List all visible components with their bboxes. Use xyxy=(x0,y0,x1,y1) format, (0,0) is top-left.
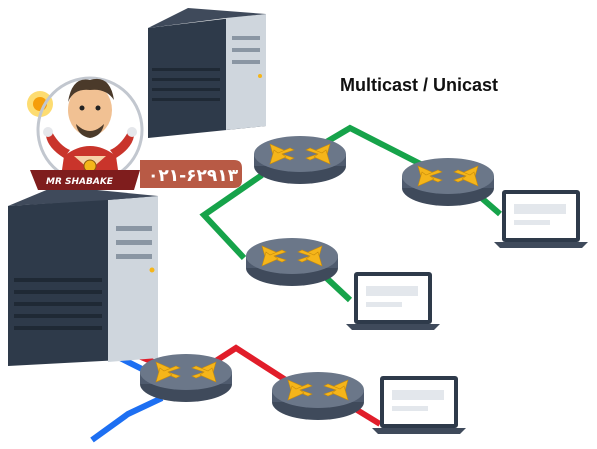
link-router1-router3 xyxy=(199,172,264,261)
router-icon-5 xyxy=(271,371,365,421)
laptop-icon-2 xyxy=(346,272,440,330)
phone-badge: ۰۲۱-۶۲۹۱۳ xyxy=(140,160,242,188)
mascot-logo: MR SHABAKE xyxy=(27,76,144,190)
phone-number: ۰۲۱-۶۲۹۱۳ xyxy=(148,166,239,186)
laptop-icon-1 xyxy=(494,190,588,248)
logo-text: MR SHABAKE xyxy=(46,177,114,187)
diagram-title: Multicast / Unicast xyxy=(340,75,499,95)
router-icon-4 xyxy=(139,353,233,403)
blue-link-router4-out xyxy=(90,395,164,443)
server-icon-top xyxy=(148,8,266,138)
laptop-icon-3 xyxy=(372,376,466,434)
multicast-links xyxy=(199,124,502,303)
router-icon-1 xyxy=(253,135,347,185)
server-icon-main xyxy=(8,186,158,366)
router-icon-3 xyxy=(245,237,339,287)
router-icon-2 xyxy=(401,157,495,207)
